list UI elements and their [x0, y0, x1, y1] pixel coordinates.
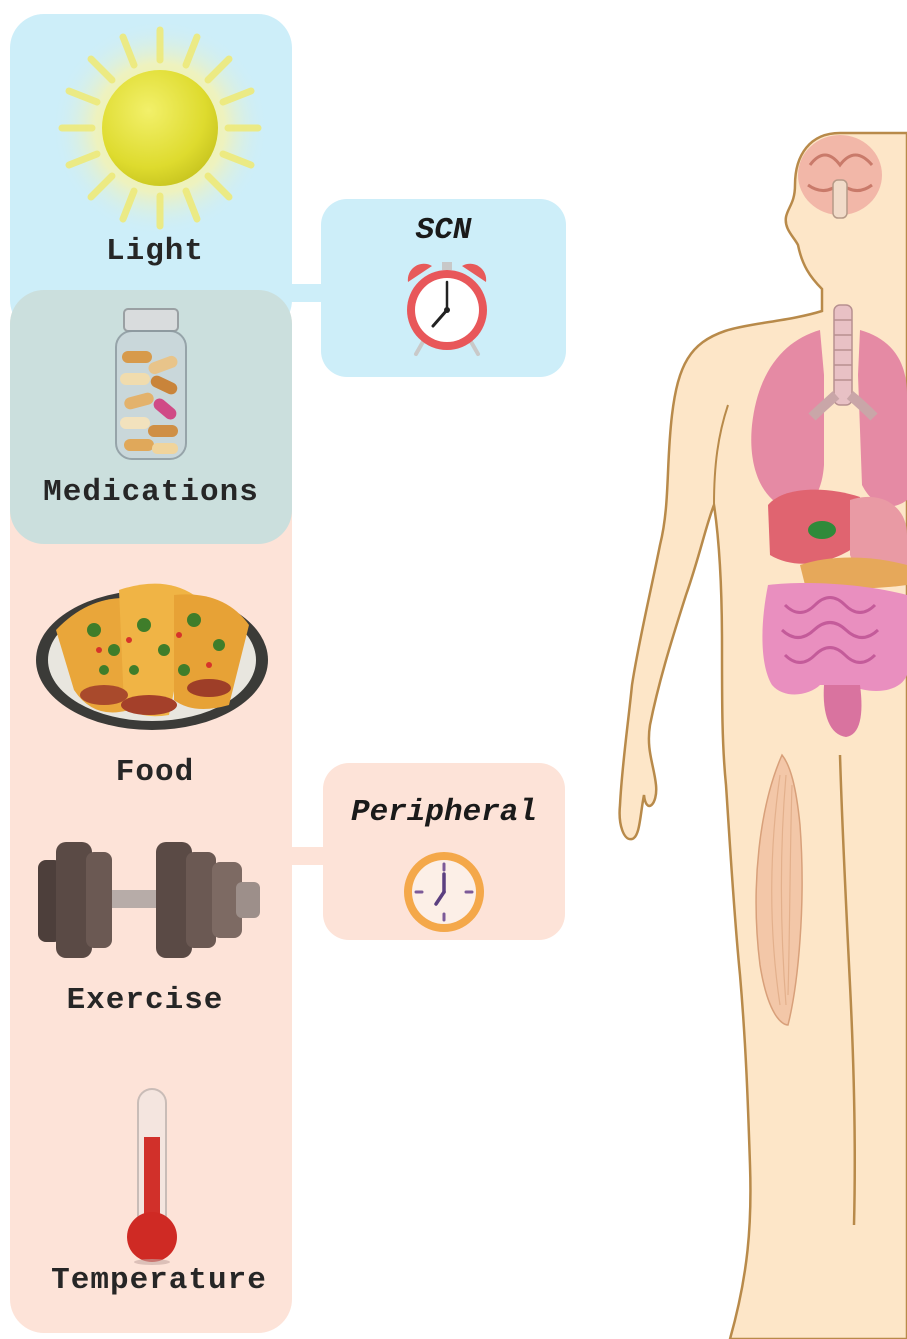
medications-label: Medications: [20, 475, 282, 510]
alarm-clock-icon: [402, 260, 492, 356]
exercise-label: Exercise: [40, 983, 250, 1018]
sun-icon: [45, 20, 275, 240]
food-label: Food: [60, 755, 250, 790]
light-label: Light: [60, 234, 250, 269]
dumbbell-icon: [36, 838, 266, 962]
thermometer-icon: [122, 1087, 182, 1267]
food-plate-icon: [34, 570, 274, 735]
gallbladder-organ: [808, 521, 836, 539]
pill-bottle-icon: [108, 307, 194, 465]
body-outline: [620, 133, 907, 1339]
peripheral-connector: [290, 847, 326, 865]
peripheral-title: Peripheral: [323, 795, 565, 830]
temperature-label: Temperature: [30, 1263, 288, 1298]
wall-clock-icon: [402, 850, 486, 934]
scn-title: SCN: [321, 213, 566, 248]
human-body-illustration: [610, 125, 907, 1339]
